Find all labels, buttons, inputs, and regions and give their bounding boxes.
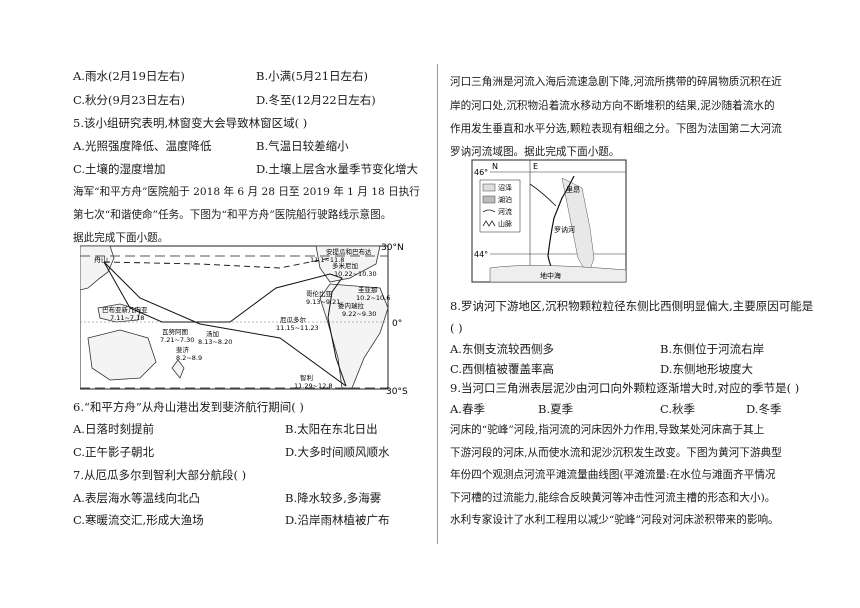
q8-option-c[interactable]: C.西侧植被覆盖率高 [450,362,555,376]
label-ecuador: 厄瓜多尔 [280,315,307,324]
label-fiji: 斐济 [176,345,190,354]
label-vanuatu-date: 7.21~7.30 [160,336,194,344]
q4-option-c[interactable]: C.秋分(9月23日左右) [73,93,185,107]
q8-option-b[interactable]: B.东侧位于河流右岸 [660,342,765,356]
q9-option-c[interactable]: C.秋季 [660,402,696,416]
q7-option-b[interactable]: B.降水较多,多海雾 [285,491,382,505]
q7-option-a[interactable]: A.表层海水等温线向北凸 [73,491,200,505]
label-ecuador-date: 11.15~11.23 [276,324,319,332]
label-venezuela-date: 9.22~9.30 [342,310,376,318]
legend-lake: 湖泊 [498,195,512,204]
outro-line-1: 河床的“驼峰”河段,指河流的河床因外力作用,导致某处河床高于其上 [450,424,765,436]
q4-option-a[interactable]: A.雨水(2月19日左右) [73,69,185,83]
label-guyana-date: 10.2~10.6 [356,294,390,302]
route-dashed [103,257,331,269]
label-30n: 30°N [381,243,404,253]
label-venezuela: 委内瑞拉 [338,301,365,310]
q6-option-a[interactable]: A.日落时刻提前 [73,422,154,436]
q9-stem: 9.当河口三角洲表层泥沙由河口向外颗粒逐渐增大时,对应的季节是( ) [450,381,800,395]
label-png: 巴布亚新几内亚 [102,305,148,314]
route-return [103,261,347,387]
label-sea: 地中海 [540,271,561,280]
asia-landmass [80,245,115,291]
label-zhoushan: 舟山 [94,255,108,264]
q9-option-d[interactable]: D.冬季 [746,402,782,416]
label-tonga: 汤加 [206,329,219,338]
column-divider [437,64,438,544]
label-colombia-date: 9.13~9.21 [306,298,340,306]
label-grenada-date: 11.1~11.8 [310,256,344,264]
q5-option-c[interactable]: C.土壤的湿度增加 [73,162,166,176]
q7-option-d[interactable]: D.沿岸雨林植被广布 [285,513,390,527]
label-dominica: 多米尼加 [332,261,358,270]
q8-stem-bracket: ( ) [450,321,463,335]
outro-line-5: 水利专家设计了水利工程用以减少“驼峰”河段对河床淤积带来的影响。 [450,514,779,526]
label-lyon: 里昂 [566,186,580,194]
label-grenada: 安提瓜和巴布达 [326,247,372,256]
label-rhone: 罗讷河 [554,225,575,234]
q6-option-b[interactable]: B.太阳在东北日出 [285,422,378,436]
route-outbound [103,261,347,387]
label-guyana: 圭亚那 [358,285,378,294]
q9-option-a[interactable]: A.春季 [450,402,485,416]
q5-option-a[interactable]: A.光照强度降低、温度降低 [73,139,212,153]
label-dominica-date: 10.22~10.30 [334,270,377,278]
label-0: 0° [392,319,402,329]
label-44: 44° [474,250,488,259]
q9-option-b[interactable]: B.夏季 [538,402,574,416]
label-png-date: 7.11~7.18 [110,314,144,322]
q6-option-c[interactable]: C.正午影子朝北 [73,445,155,459]
hospital-ship-route-map: 30°N 0° 30°S 舟山 巴布亚新几内亚 7.11~7.18 瓦努阿图 7… [80,243,408,397]
label-30s: 30°S [386,387,408,397]
q5-stem: 5.该小组研究表明,林窗变大会导致林窗区域( ) [73,116,308,130]
delta-intro-line-4: 罗讷河流域图。据此完成下面小题。 [450,146,620,158]
sea-area [489,265,627,283]
label-chile-date: 11.29~12.8 [294,382,333,390]
q5-option-b[interactable]: B.气温日较差缩小 [256,139,349,153]
delta-intro-line-3: 作用发生垂直和水平分选,颗粒表现有粗细之分。下图为法国第二大河流 [450,123,782,135]
label-colombia: 哥伦比亚 [306,289,333,298]
label-e: E [533,162,538,171]
outro-line-4: 下河槽的过流能力,能综合反映黄河等冲击性河流主槽的形态和大小)。 [450,492,776,504]
legend-swamp: 沼泽 [498,183,512,192]
label-n: N [492,162,498,171]
q4-option-d[interactable]: D.冬至(12月22日左右) [256,93,376,107]
australia-landmass [87,329,157,381]
legend-mountain: 山脉 [498,219,512,228]
label-tonga-date: 8.13~8.20 [198,338,232,346]
legend-river: 河流 [498,207,512,216]
delta-intro-line-1: 河口三角洲是河流入海后流速急剧下降,河流所携带的碎屑物质沉积在近 [450,76,782,88]
q5-option-d[interactable]: D.土壤上层含水量季节变化增大 [256,162,418,176]
rhone-basin-map: 46° 44° N E 沼泽 湖泊 河流 山脉 里昂 罗讷河 地中海 [471,159,627,283]
new-guinea-landmass [97,303,141,323]
intro-line-1: 海军“和平方舟”医院船于 2018 年 6 月 28 日至 2019 年 1 月… [73,186,420,198]
outro-line-3: 年份四个观测点河流平滩流量曲线图(平滩流量:在水位与滩面齐平情况 [450,469,776,481]
q6-option-d[interactable]: D.大多时间顺风顺水 [285,445,390,459]
label-vanuatu: 瓦努阿图 [162,327,188,336]
q7-stem: 7.从厄瓜多尔到智利大部分航段( ) [73,468,247,482]
outro-line-2: 下游河段的河床,从而使水流和泥沙沉积发生改变。下图为黄河下游典型 [450,447,782,459]
q8-option-d[interactable]: D.东侧地形坡度大 [660,362,753,376]
q4-option-b[interactable]: B.小满(5月21日左右) [256,69,369,83]
label-chile: 智利 [300,373,313,382]
intro-line-3: 据此完成下面小题。 [73,232,169,244]
intro-line-2: 第七次“和谐使命”任务。下图为“和平方舟”医院船行驶路线示意图。 [73,209,392,221]
q6-stem: 6.“和平方舟”从舟山港出发到斐济航行期间( ) [73,400,304,414]
q8-stem: 8.罗讷河下游地区,沉积物颗粒粒径东侧比西侧明显偏大,主要原因可能是 [450,299,814,313]
rhone-river [547,175,575,273]
label-46: 46° [474,168,488,177]
alps-mountains [561,177,595,277]
map-legend: 沼泽 湖泊 河流 山脉 [479,179,521,233]
label-fiji-date: 8.2~8.9 [176,354,202,362]
new-zealand-landmass [171,359,185,379]
tributary-1 [529,183,557,207]
north-america-landmass [315,245,381,283]
q7-option-c[interactable]: C.寒暖流交汇,形成大渔场 [73,513,204,527]
delta-intro-line-2: 岸的河口处,沉积物沿着流水移动方向不断堆积的结果,泥沙随着流水的 [450,100,775,112]
q8-option-a[interactable]: A.东侧支流较西侧多 [450,342,554,356]
